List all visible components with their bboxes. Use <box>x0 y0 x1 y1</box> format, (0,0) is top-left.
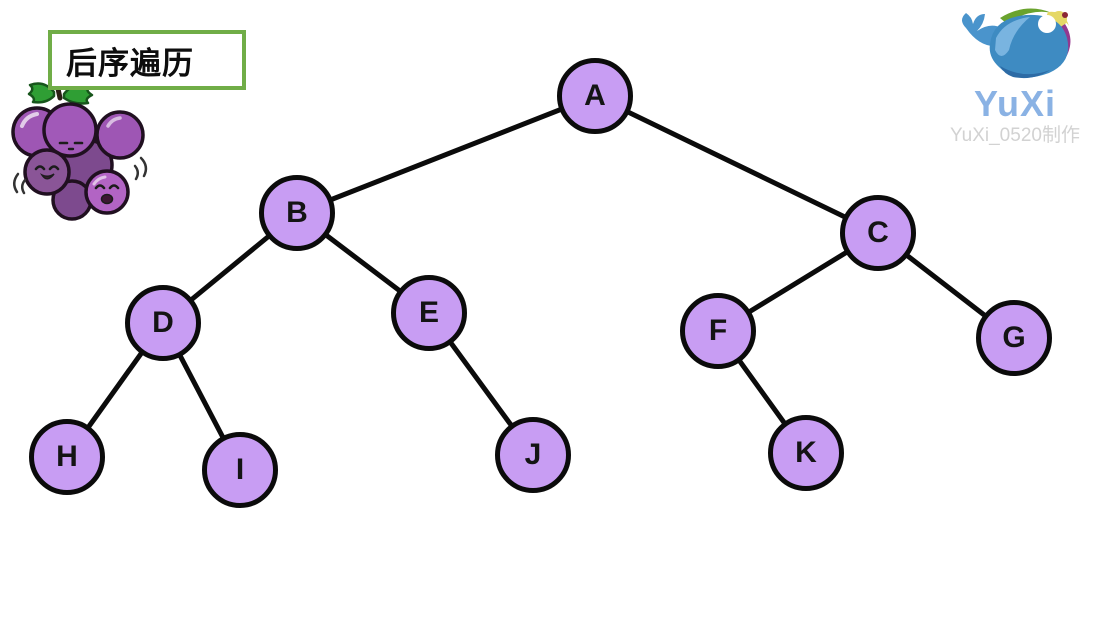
whale-icon <box>952 4 1078 84</box>
traversal-title: 后序遍历 <box>66 45 194 81</box>
tree-node-A: A <box>557 58 633 134</box>
traversal-title-box: 后序遍历 <box>48 30 246 90</box>
brand-name: YuXi <box>973 83 1057 124</box>
tree-node-K: K <box>768 415 844 491</box>
tree-node-F: F <box>680 293 756 369</box>
grapes-icon <box>8 81 153 227</box>
grapes-illustration <box>11 81 148 221</box>
tree-node-G: G <box>976 300 1052 376</box>
tree-node-E: E <box>391 275 467 351</box>
logo-subtitle: YuXi_0520制作 <box>950 125 1080 146</box>
tree-node-C: C <box>840 195 916 271</box>
tree-node-D: D <box>125 285 201 361</box>
logo-block: YuXi YuXi_0520制作 <box>930 4 1100 145</box>
tree-node-B: B <box>259 175 335 251</box>
tree-edge-A-C <box>592 93 881 236</box>
tree-edge-A-B <box>294 93 598 216</box>
tree-node-I: I <box>202 432 278 508</box>
tree-node-J: J <box>495 417 571 493</box>
tree-node-H: H <box>29 419 105 495</box>
